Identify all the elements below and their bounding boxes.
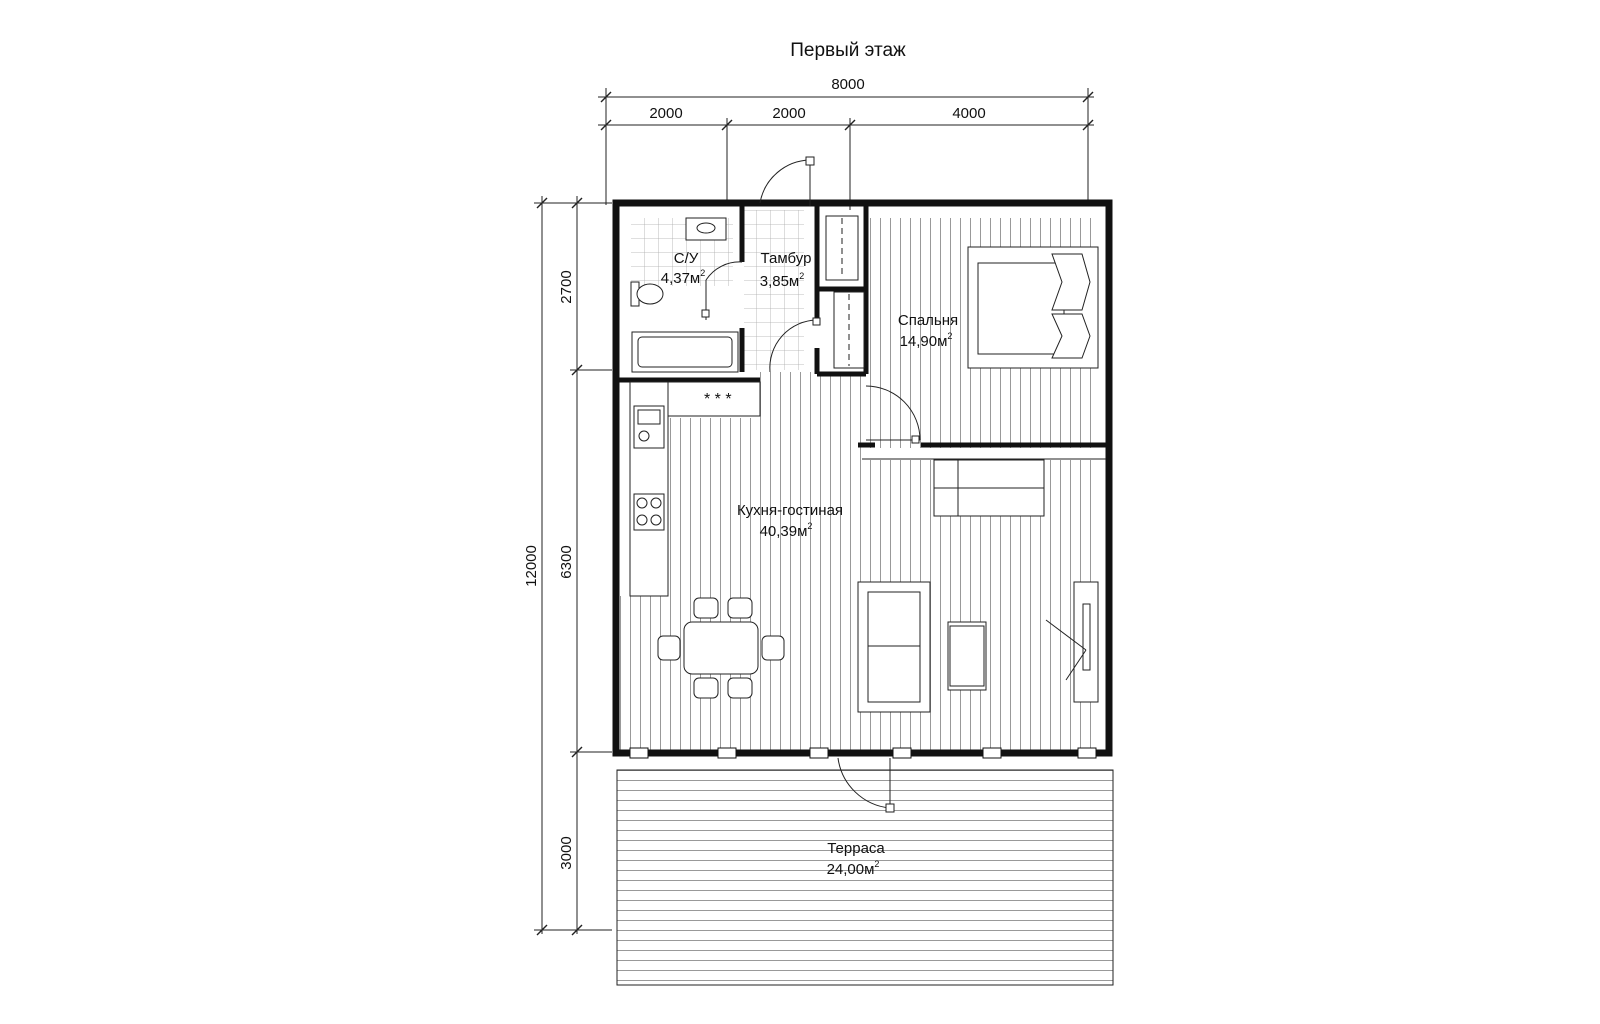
walls [612,199,1113,759]
dim-left-segment-2: 6300 [558,545,575,578]
kitchen: * * * [629,381,761,597]
dim-top-segment-2: 2000 [772,105,805,122]
room-area-bathroom: 4,37м2 [661,268,706,287]
room-area-vestibule: 3,85м2 [760,271,805,290]
range-hood-marks: * * * [704,391,732,408]
room-area-terrace: 24,00м2 [827,859,880,878]
room-name-vestibule: Тамбур [761,250,812,267]
tv-icon [1045,581,1099,703]
dining-table-icon [657,597,785,699]
bed-icon [967,246,1099,369]
room-labels: С/У 4,37м2 Тамбур 3,85м2 Спальня 14,90м2… [661,250,958,878]
dim-left-total: 12000 [523,545,540,587]
top-dimensions: 8000 2000 2000 4000 [598,76,1094,210]
chairs [657,597,785,699]
left-dimensions: 12000 2700 6300 3000 [523,196,612,936]
room-name-bedroom: Спальня [898,312,958,329]
room-area-bedroom: 14,90м2 [900,331,953,350]
dim-top-segment-1: 2000 [649,105,682,122]
plan-title: Первый этаж [790,40,906,61]
sofa-icon [857,581,931,713]
dim-top-total: 8000 [831,76,864,93]
dim-left-segment-1: 2700 [558,270,575,303]
staircase-icon [933,459,1045,517]
wardrobes [825,215,865,369]
room-name-living: Кухня-гостиная [737,502,843,519]
room-name-bathroom: С/У [674,250,699,267]
room-name-terrace: Терраса [827,840,885,857]
room-area-living: 40,39м2 [760,521,813,540]
floor-finishes [616,210,1114,986]
bathroom-fixtures [630,217,739,373]
dim-top-segment-3: 4000 [952,105,985,122]
doors [701,156,921,813]
dim-left-segment-3: 3000 [558,836,575,869]
